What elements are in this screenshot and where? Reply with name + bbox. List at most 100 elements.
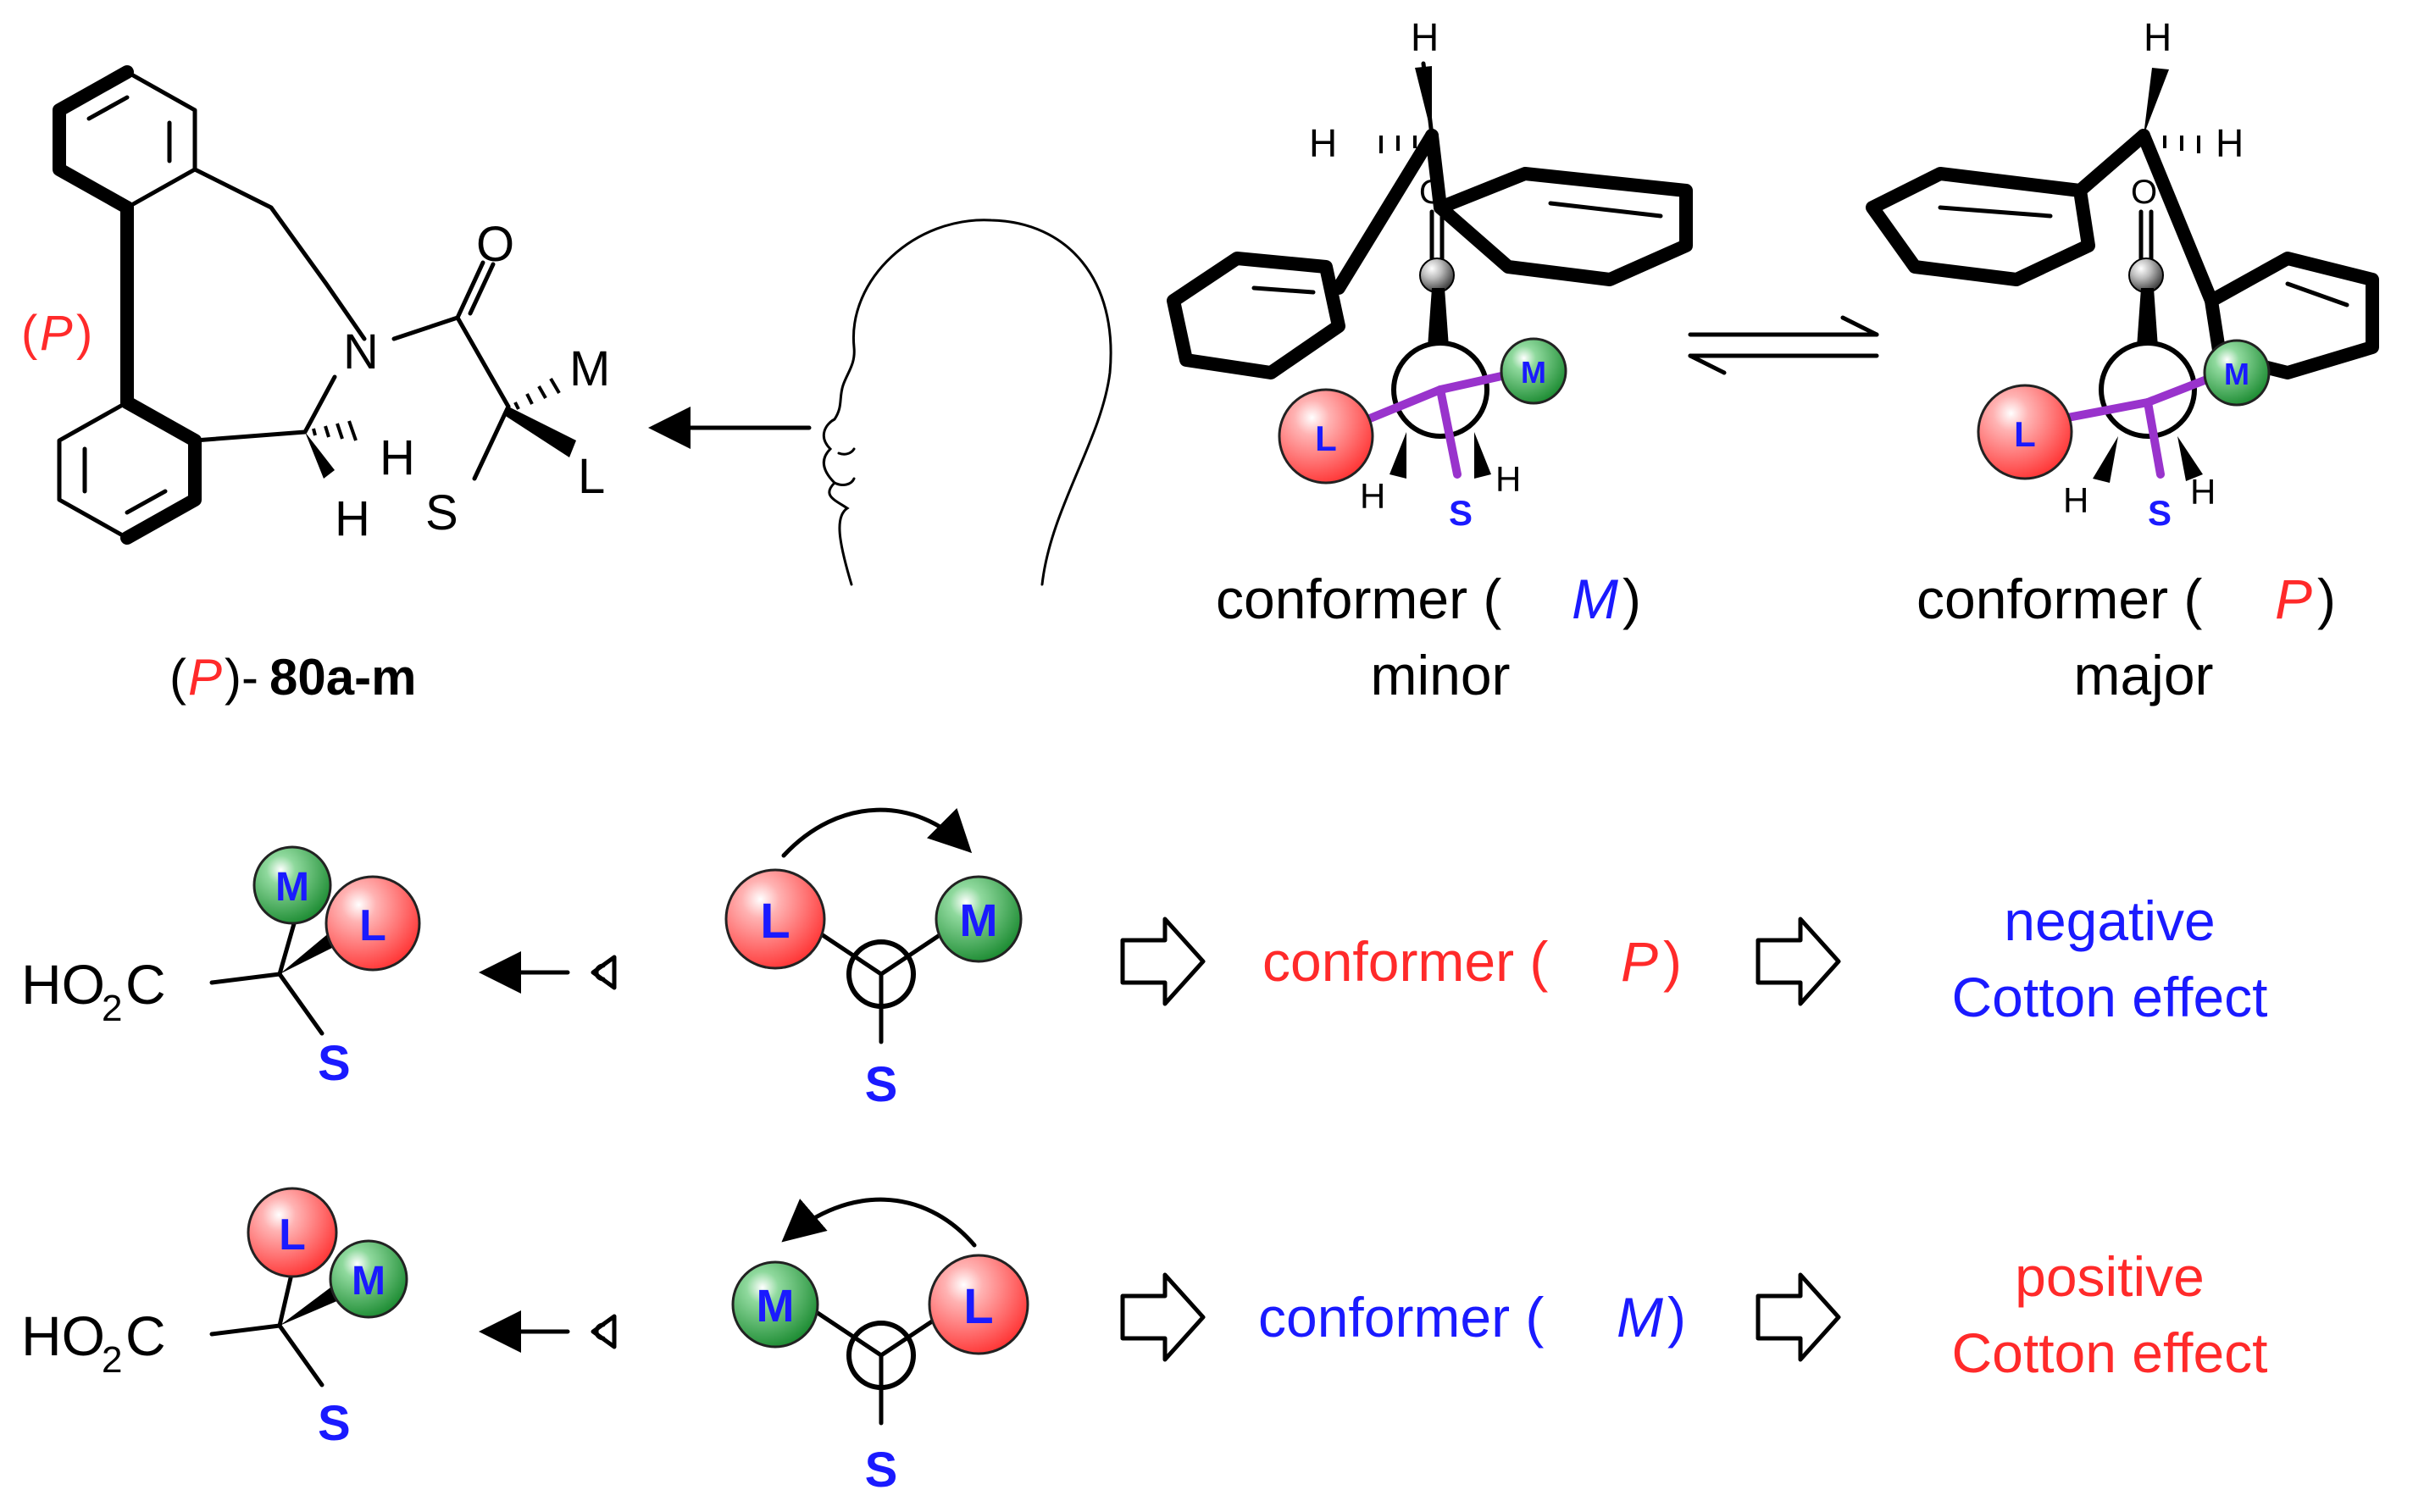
atom-h-br: H bbox=[2190, 472, 2216, 512]
atom-h-bl: H bbox=[1360, 476, 1385, 516]
effect-line-2: Cotton effect bbox=[1951, 966, 2267, 1028]
ball-l bbox=[324, 875, 421, 972]
bond-to-s bbox=[1436, 385, 1462, 479]
viewer-nose-line bbox=[837, 447, 856, 456]
newman-ball-m bbox=[935, 875, 1023, 963]
atom-o: O bbox=[2131, 174, 2157, 211]
atom-n: N bbox=[343, 324, 379, 379]
carbonyl-bond-a bbox=[455, 260, 485, 320]
bond-to-l bbox=[2055, 398, 2152, 424]
ball-m-label: M bbox=[352, 1259, 386, 1304]
row-2: HO 2 C L M S M L S conformer ( M ) posit… bbox=[21, 1187, 2268, 1498]
ball-l-label: L bbox=[1315, 418, 1337, 458]
acid-c-bond bbox=[209, 972, 282, 985]
outline-arrow bbox=[1120, 1272, 1206, 1362]
atom-h-1: H bbox=[380, 430, 415, 485]
left-benzene-ring bbox=[1866, 167, 2095, 286]
viewer-head-icon bbox=[822, 219, 1112, 586]
upper-ring-bold-edge bbox=[53, 65, 134, 214]
newman-ball-l bbox=[928, 1254, 1029, 1355]
newman-s: S bbox=[865, 1057, 898, 1112]
newman-ball-m bbox=[731, 1260, 819, 1349]
acid-c-bond bbox=[209, 1323, 282, 1337]
newman-ball-l-label: L bbox=[963, 1279, 993, 1334]
ball-m bbox=[329, 1239, 408, 1319]
result-close: ) bbox=[1663, 930, 1682, 993]
carbonyl-carbon-ball bbox=[2128, 258, 2164, 293]
c-l-wedge bbox=[280, 932, 339, 974]
ball-m bbox=[252, 845, 332, 925]
eye-icon bbox=[591, 955, 617, 990]
acid-sub: 2 bbox=[102, 1339, 122, 1381]
c-s-bond bbox=[472, 404, 511, 481]
effect-line-2: Cotton effect bbox=[1951, 1321, 2267, 1384]
carbonyl-bond-b bbox=[468, 262, 496, 316]
bridge-h-wedge bbox=[1415, 66, 1432, 136]
result-letter: P bbox=[1621, 930, 1658, 993]
effect-line-1: positive bbox=[2015, 1245, 2205, 1308]
outline-arrow bbox=[1756, 1272, 1841, 1362]
c-m-wedge bbox=[280, 1288, 339, 1326]
helicity-label: P bbox=[40, 306, 73, 361]
atom-h-top: H bbox=[2144, 15, 2172, 59]
c-m-hash bbox=[513, 377, 561, 410]
equilibrium-arrows bbox=[1688, 315, 1879, 375]
bridge-h-hash bbox=[1379, 136, 1417, 153]
ch2-n-bond bbox=[192, 167, 367, 341]
lower-ring-bold-edge bbox=[120, 396, 202, 545]
h-wedge-right bbox=[2177, 436, 2203, 481]
result-letter: M bbox=[1617, 1286, 1663, 1349]
atom-o: O bbox=[476, 217, 514, 272]
row-1: HO 2 C M L S L M S conformer ( P ) negat… bbox=[21, 807, 2268, 1112]
helicity-paren-close: ) bbox=[76, 306, 92, 361]
right-ring-inner bbox=[1548, 201, 1663, 219]
caption-left-sub: minor bbox=[1370, 644, 1510, 706]
atom-h-right: H bbox=[2216, 121, 2244, 165]
eye-icon bbox=[591, 1314, 617, 1349]
caption-right-close: ) bbox=[2317, 568, 2336, 630]
left-ring-inner bbox=[1251, 285, 1316, 295]
compound-helicity: P bbox=[188, 649, 222, 706]
rotation-arrow bbox=[781, 807, 973, 858]
left-ring-inner bbox=[1938, 205, 2053, 219]
result-close: ) bbox=[1667, 1286, 1686, 1349]
caption-left: conformer ( bbox=[1216, 568, 1501, 630]
compound-prefix: ( bbox=[169, 649, 186, 706]
atom-s: S bbox=[425, 485, 458, 540]
caption-right-sub: major bbox=[2073, 644, 2213, 706]
bridge-h-wedge bbox=[2144, 68, 2169, 136]
c-s-bond bbox=[277, 1323, 324, 1387]
newman-ball-m-label: M bbox=[960, 895, 998, 946]
ball-m-label: M bbox=[1521, 355, 1546, 390]
acid-sub: 2 bbox=[102, 988, 122, 1029]
c-s-bond bbox=[277, 972, 324, 1036]
newman-ball-l bbox=[724, 868, 826, 970]
ball-m bbox=[1500, 337, 1567, 405]
result-text: conformer ( bbox=[1262, 930, 1548, 993]
conformer-p-major: H H O L M H H S conformer ( P ) major bbox=[1866, 15, 2379, 706]
atom-h-top: H bbox=[1411, 15, 1439, 59]
newman-front-wedge bbox=[1428, 288, 1449, 347]
ch-h-hash bbox=[312, 420, 358, 441]
atom-s: S bbox=[1449, 493, 1473, 533]
ball-l-label: L bbox=[2014, 414, 2036, 454]
ball-m-label: M bbox=[275, 865, 309, 910]
eq-arrow-back-head bbox=[1688, 353, 1727, 375]
c-m-bond bbox=[277, 912, 299, 977]
dibenzazepine-structure: ( P ) N O M L S H H ( P )- 80a-m bbox=[21, 65, 610, 706]
outline-arrow bbox=[1120, 917, 1206, 1006]
ball-l-label: L bbox=[359, 901, 386, 950]
eq-arrow-forward-head bbox=[1840, 315, 1879, 337]
newman-ball-l-label: L bbox=[760, 894, 790, 949]
outline-arrow bbox=[1756, 917, 1841, 1006]
newman-front-wedge bbox=[2137, 288, 2158, 347]
newman-ball-m-label: M bbox=[757, 1281, 795, 1332]
acid-label: HO bbox=[21, 1304, 105, 1367]
caption-right-letter: P bbox=[2275, 568, 2312, 630]
upper-ring-inner-bond bbox=[86, 95, 130, 121]
compound-suffix: )- bbox=[225, 649, 258, 706]
helicity-paren-open: ( bbox=[21, 306, 37, 361]
atom-s: S bbox=[318, 1396, 351, 1451]
rotation-arrow bbox=[781, 1197, 977, 1248]
